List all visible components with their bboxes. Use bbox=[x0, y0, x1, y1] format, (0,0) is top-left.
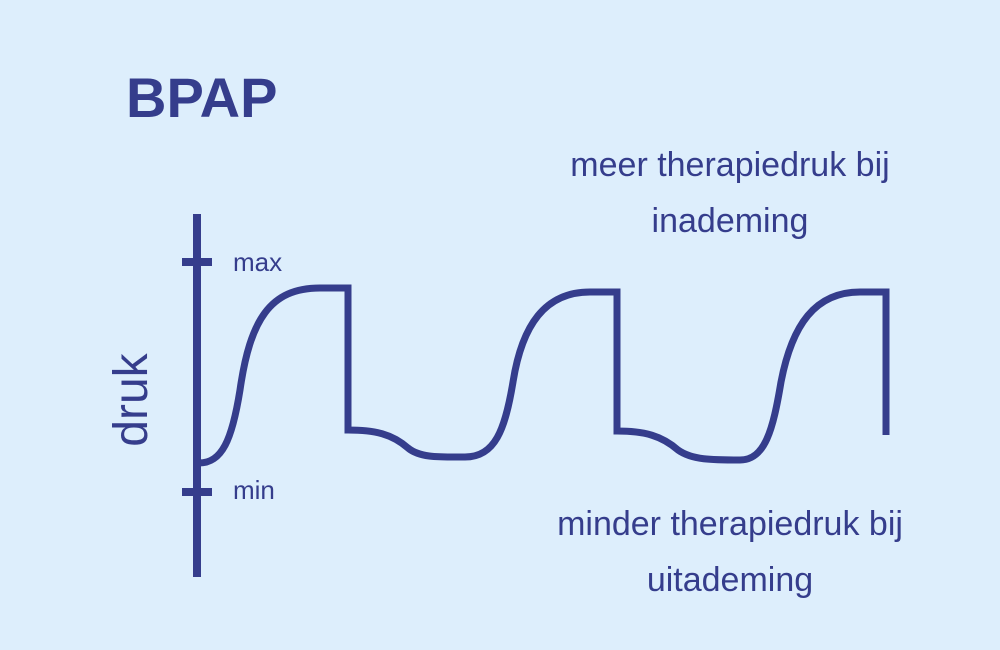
y-axis-label: druk bbox=[105, 353, 158, 447]
page-title: BPAP bbox=[126, 66, 278, 129]
caption-inhalation-line1: meer therapiedruk bij bbox=[570, 146, 890, 184]
caption-exhalation: minder therapiedruk bij uitademing bbox=[510, 496, 950, 608]
caption-exhalation-line1: minder therapiedruk bij bbox=[557, 505, 903, 543]
caption-exhalation-line2: uitademing bbox=[646, 561, 814, 599]
pressure-waveform bbox=[198, 284, 890, 467]
caption-inhalation-line2: inademing bbox=[651, 202, 809, 240]
tick-label-min: min bbox=[233, 475, 275, 505]
caption-inhalation: meer therapiedruk bij inademing bbox=[520, 137, 940, 249]
tick-label-max: max bbox=[233, 247, 283, 277]
